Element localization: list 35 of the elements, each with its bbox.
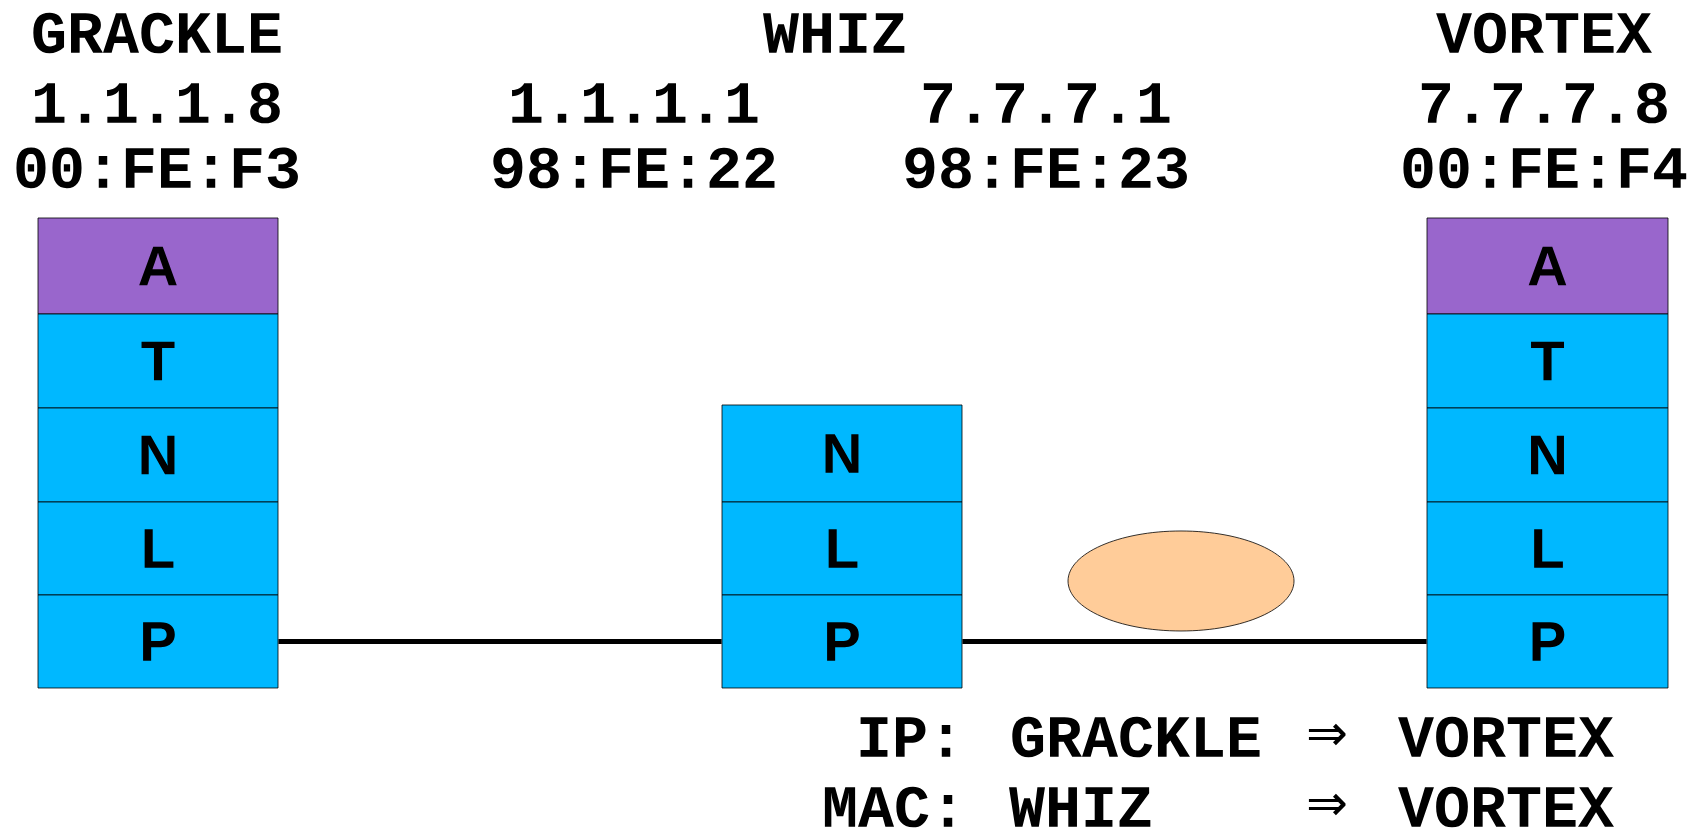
ip-address: 1.1.1.8 (35, 82, 280, 124)
host-name: VORTEX (1436, 12, 1652, 54)
layer-box: N (721, 404, 963, 503)
mac-address: 98:FE:22 (493, 147, 775, 189)
layer-box: A (1426, 217, 1669, 315)
layer-box: P (37, 594, 279, 689)
layer-box: T (1426, 313, 1669, 409)
header-field: MAC: (824, 786, 953, 828)
ip-address: 1.1.1.1 (512, 83, 758, 123)
ip-address: 7.7.7.1 (923, 83, 1170, 123)
layer-box: L (1426, 501, 1669, 596)
host-name: WHIZ (763, 13, 905, 53)
header-field: IP: (860, 717, 951, 757)
mac-address: 98:FE:23 (905, 147, 1187, 189)
layer-box: N (37, 407, 279, 503)
arrow-sign: ⇒ (1308, 723, 1346, 746)
layer-box: T (37, 313, 279, 409)
ip-address: 7.7.7.8 (1421, 82, 1667, 124)
layer-box: L (721, 501, 963, 596)
layer-box: N (1426, 407, 1669, 503)
layer-box: L (37, 501, 279, 596)
link-line (962, 639, 1427, 644)
packet-ellipse (1067, 530, 1295, 632)
header-value: VORTEX (1398, 716, 1614, 758)
mac-address: 00:FE:F4 (1403, 147, 1687, 189)
header-value: GRACKLE (1012, 716, 1260, 758)
mac-address: 00:FE:F3 (16, 147, 298, 189)
layer-box: P (721, 594, 963, 689)
link-line (278, 639, 722, 644)
header-value: WHIZ (1009, 787, 1151, 827)
layer-box: P (1426, 594, 1669, 689)
host-name: GRACKLE (33, 12, 281, 54)
header-value: VORTEX (1398, 786, 1614, 828)
arrow-sign: ⇒ (1308, 793, 1346, 816)
layer-box: A (37, 217, 279, 315)
